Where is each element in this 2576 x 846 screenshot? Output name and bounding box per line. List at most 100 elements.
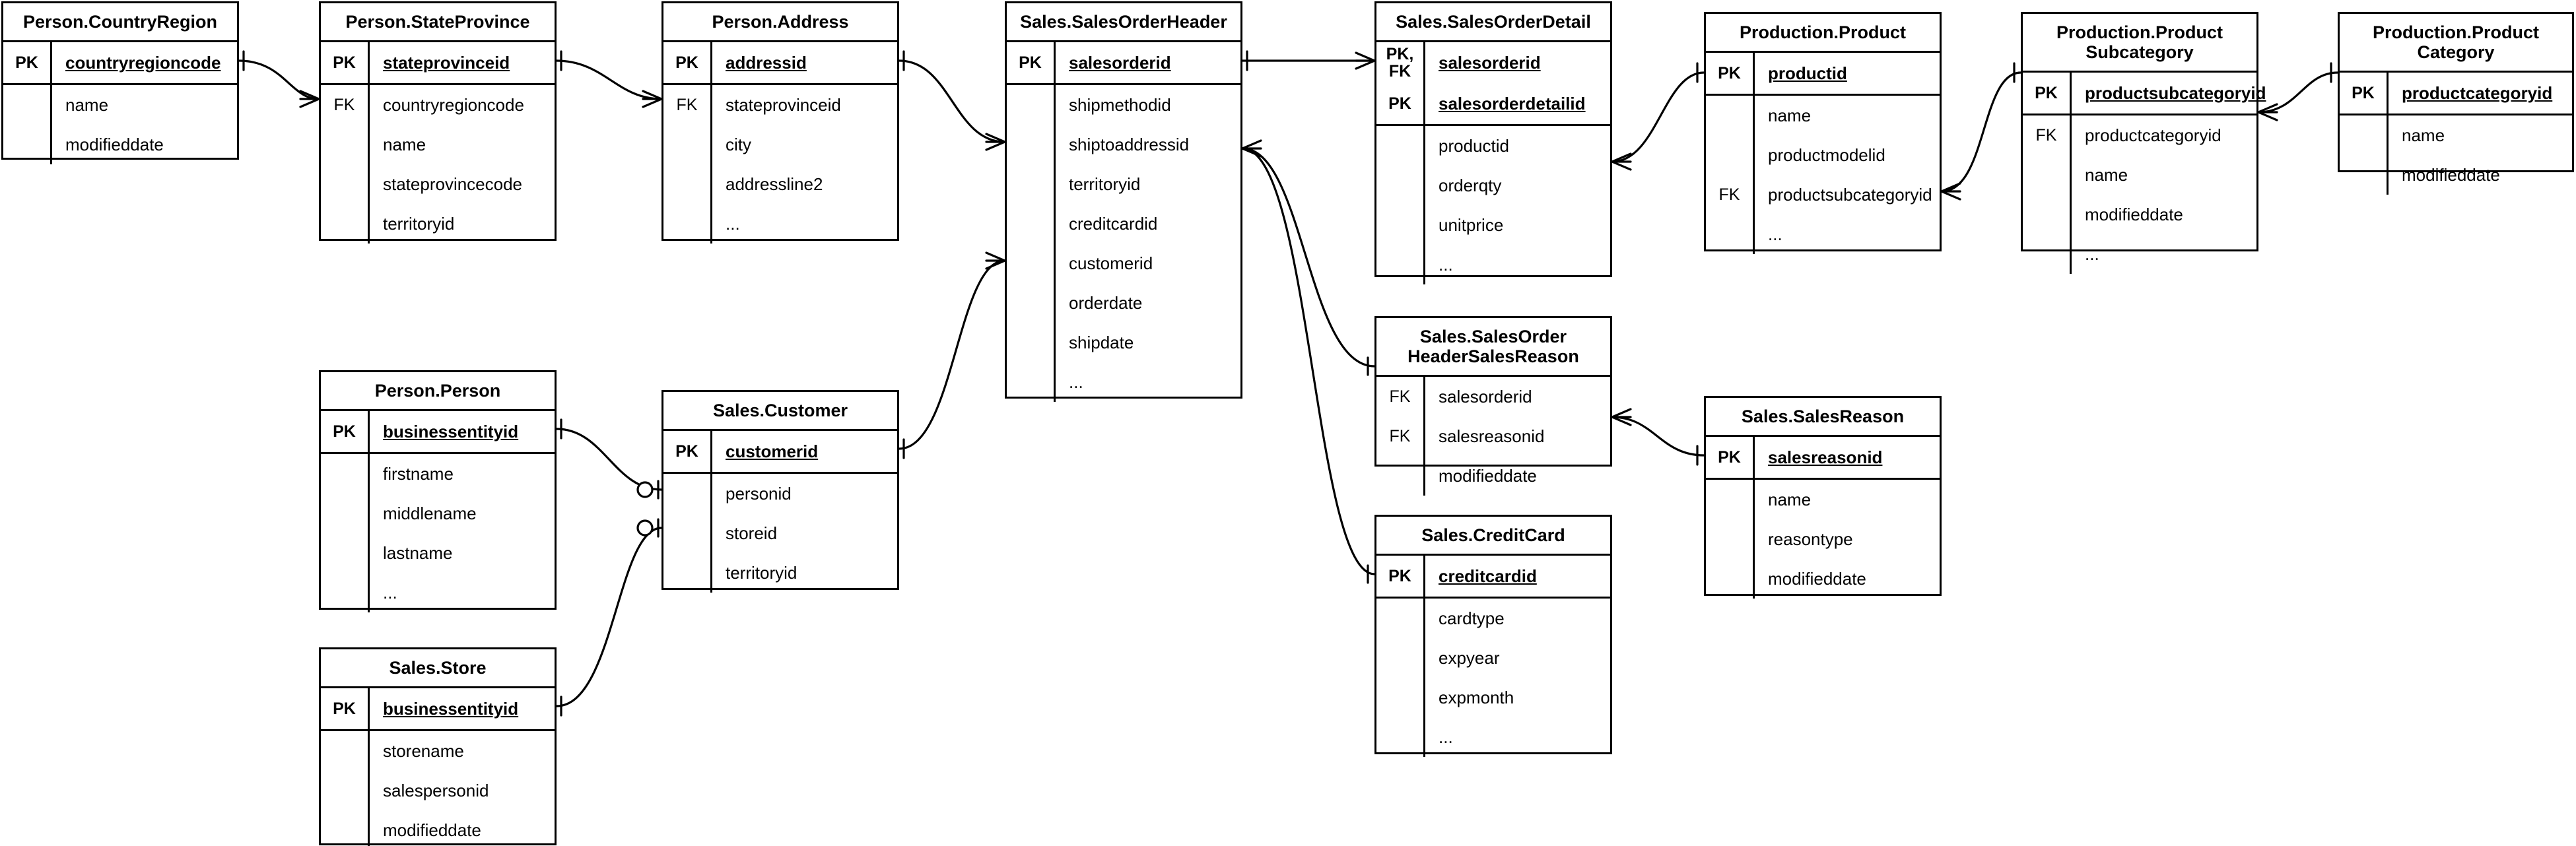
- attribute-row[interactable]: storeid: [663, 513, 897, 554]
- attribute-name: businessentityid: [383, 421, 519, 441]
- attribute-name: productid: [1439, 135, 1509, 156]
- attribute-name: businessentityid: [383, 698, 519, 719]
- attribute-row[interactable]: city: [663, 125, 897, 165]
- attribute-row[interactable]: middlename: [321, 494, 555, 534]
- attribute-row[interactable]: customerid: [1007, 244, 1240, 284]
- attribute-row[interactable]: unitprice: [1376, 205, 1610, 245]
- attribute-row[interactable]: orderqty: [1376, 166, 1610, 206]
- attribute-row[interactable]: productmodelid: [1706, 135, 1940, 176]
- attribute-name: modifieddate: [2402, 164, 2500, 185]
- attribute-row[interactable]: modifieddate: [321, 810, 555, 846]
- attribute-row[interactable]: ...: [1007, 362, 1240, 403]
- key-label: [321, 125, 370, 165]
- attribute-name: countryregioncode: [65, 52, 221, 73]
- attribute-row[interactable]: modifieddate: [3, 125, 237, 165]
- attribute-row[interactable]: territoryid: [321, 204, 555, 244]
- key-label: [1376, 126, 1425, 166]
- attribute-row[interactable]: reasontype: [1706, 519, 1940, 560]
- attribute-row[interactable]: firstname: [321, 454, 555, 494]
- attribute-row[interactable]: modifieddate: [1376, 456, 1610, 496]
- attribute-row[interactable]: expmonth: [1376, 678, 1610, 718]
- attribute-row[interactable]: storename: [321, 731, 555, 771]
- attribute-row[interactable]: ...: [2023, 234, 2256, 275]
- attribute-row[interactable]: ...: [663, 204, 897, 244]
- attribute-row[interactable]: stateprovincecode: [321, 164, 555, 205]
- attribute-row[interactable]: expyear: [1376, 638, 1610, 678]
- attribute-row[interactable]: name: [1706, 480, 1940, 520]
- attribute-row[interactable]: productid: [1376, 126, 1610, 166]
- key-label: [663, 164, 712, 205]
- key-label: [663, 513, 712, 554]
- attribute-row[interactable]: name: [1706, 96, 1940, 136]
- attribute-row[interactable]: name: [2023, 155, 2256, 195]
- attribute-row[interactable]: salespersonid: [321, 771, 555, 811]
- key-label: [321, 533, 370, 573]
- attribute-row[interactable]: shipmethodid: [1007, 85, 1240, 125]
- attribute-row[interactable]: ...: [1376, 245, 1610, 285]
- attribute-row[interactable]: cardtype: [1376, 599, 1610, 639]
- attribute-row[interactable]: ...: [1706, 214, 1940, 255]
- attribute-name: name: [2085, 164, 2128, 185]
- attribute-row[interactable]: territoryid: [1007, 164, 1240, 205]
- attribute-row[interactable]: orderdate: [1007, 283, 1240, 323]
- attribute-row[interactable]: creditcardid: [1007, 204, 1240, 244]
- entity-title: Person.Address: [663, 3, 897, 43]
- attribute-row[interactable]: name: [2340, 115, 2572, 156]
- attribute-row[interactable]: modifieddate: [1706, 559, 1940, 599]
- edge-address-to-salesorderheader: [898, 50, 1006, 151]
- attribute-row[interactable]: shipdate: [1007, 323, 1240, 363]
- attribute-row[interactable]: addressline2: [663, 164, 897, 205]
- attribute-row[interactable]: ...: [1376, 717, 1610, 758]
- attribute-row[interactable]: name: [321, 125, 555, 165]
- attribute-row[interactable]: lastname: [321, 533, 555, 573]
- attribute-row[interactable]: name: [3, 85, 237, 125]
- key-label: [321, 494, 370, 534]
- attribute-name: orderqty: [1439, 175, 1502, 195]
- key-label: [1706, 559, 1755, 599]
- attribute-row[interactable]: shiptoaddressid: [1007, 125, 1240, 165]
- attribute-row[interactable]: territoryid: [663, 553, 897, 593]
- attribute-name: modifieddate: [383, 820, 481, 840]
- attribute-row[interactable]: modifieddate: [2340, 155, 2572, 195]
- attribute-row[interactable]: ...: [321, 573, 555, 613]
- attribute-row[interactable]: modifieddate: [2023, 195, 2256, 235]
- attribute-row[interactable]: personid: [663, 474, 897, 514]
